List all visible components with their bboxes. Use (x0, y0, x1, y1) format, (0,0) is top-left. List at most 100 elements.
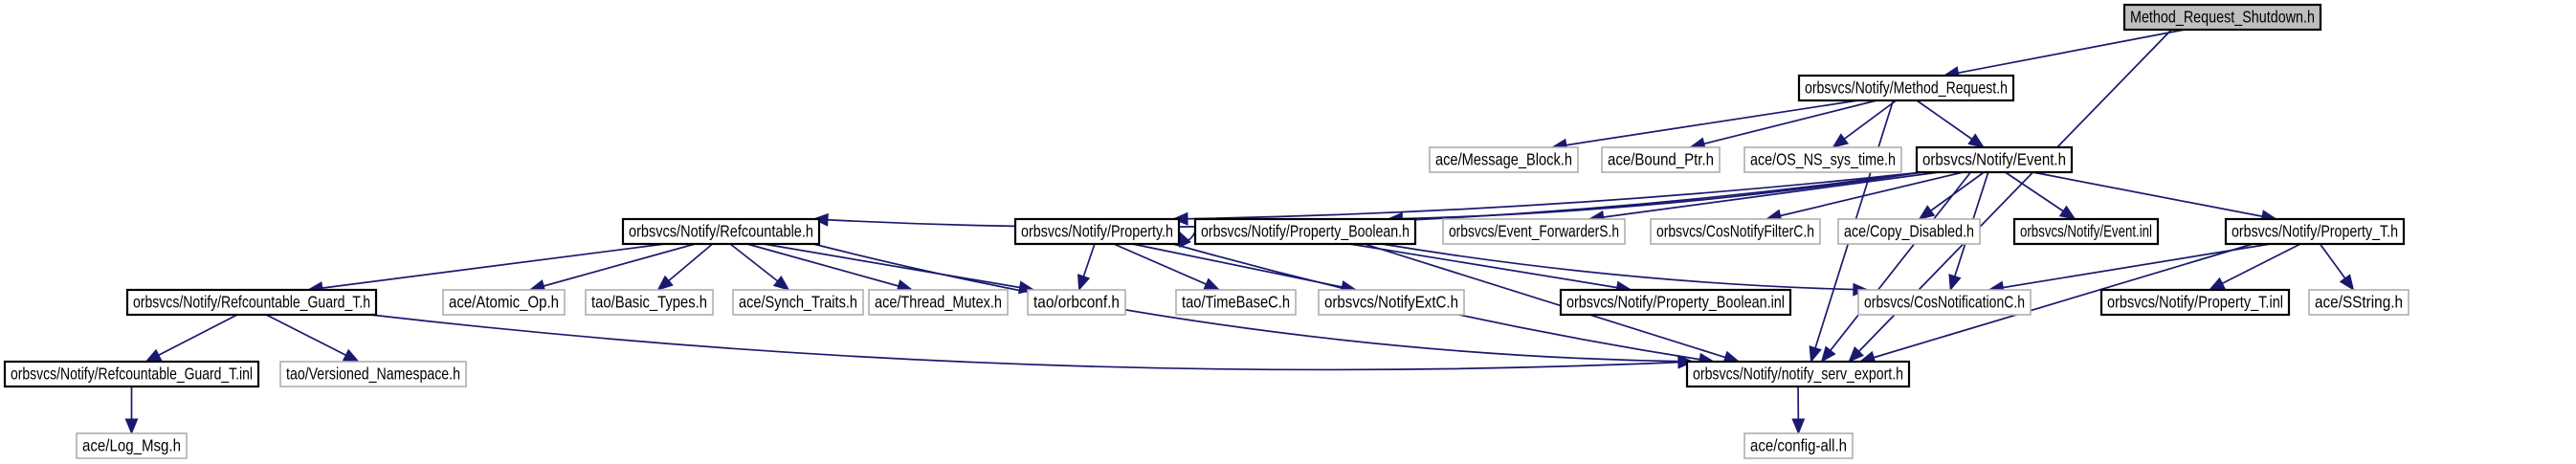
arrow-head-icon (772, 275, 790, 291)
arrow-head-icon (1203, 277, 1221, 291)
node-box[interactable] (1318, 289, 1465, 316)
node-box[interactable] (1429, 146, 1579, 173)
node-ace-thread-mutex-h[interactable]: ace/Thread_Mutex.h (868, 289, 1009, 316)
edge-orbsvcs-notify-refcountable-h-to-orbsvcs-notify-notify-serv-export-h (812, 243, 1694, 363)
node-box[interactable] (3, 360, 260, 388)
node-box[interactable] (621, 217, 821, 246)
node-tao-versioned-namespace-h[interactable]: tao/Versioned_Namespace.h (279, 361, 467, 387)
node-method-request-shutdown-h[interactable]: Method_Request_Shutdown.h (2122, 3, 2322, 32)
node-orbsvcs-event-forwarders-h[interactable]: orbsvcs/Event_ForwarderS.h (1442, 218, 1626, 245)
arrow-head-icon (2058, 205, 2076, 220)
node-box[interactable] (1915, 145, 2074, 174)
node-box[interactable] (442, 289, 566, 316)
node-box[interactable] (2308, 289, 2409, 316)
edge-orbsvcs-notify-refcountable-h-to-ace-atomic-op-h (529, 243, 696, 291)
node-box[interactable] (1175, 289, 1297, 316)
node-box[interactable] (1857, 289, 2032, 316)
arrow-head-icon (144, 348, 163, 363)
node-box[interactable] (868, 289, 1009, 316)
node-orbsvcs-notifyextc-h[interactable]: orbsvcs/NotifyExtC.h (1318, 289, 1465, 316)
node-orbsvcs-notify-refcountable-h[interactable]: orbsvcs/Notify/Refcountable.h (621, 217, 821, 246)
node-box[interactable] (1601, 146, 1721, 173)
node-box[interactable] (76, 432, 188, 459)
node-ace-log-msg-h[interactable]: ace/Log_Msg.h (76, 432, 188, 459)
edge-orbsvcs-notify-refcountable-h-to-tao-orbconf-h (763, 243, 1034, 291)
arrow-head-icon (1077, 274, 1091, 292)
arrow-head-icon (1848, 346, 1865, 363)
node-box[interactable] (279, 361, 467, 387)
arrow-head-icon (1791, 418, 1806, 435)
node-orbsvcs-notify-refcountable-guard-t-inl[interactable]: orbsvcs/Notify/Refcountable_Guard_T.inl (3, 360, 260, 388)
node-orbsvcs-notify-property-t-h[interactable]: orbsvcs/Notify/Property_T.h (2224, 217, 2406, 246)
node-box[interactable] (1685, 360, 1911, 388)
edge-orbsvcs-notify-refcountable-h-to-ace-thread-mutex-h (746, 243, 913, 291)
node-box[interactable] (2012, 217, 2160, 246)
edge-orbsvcs-notify-property-t-h-to-orbsvcs-notify-notify-serv-export-h (1859, 243, 2254, 363)
edge-orbsvcs-notify-method-request-h-to-ace-message-block-h (1551, 99, 1858, 148)
arrow-head-icon (1820, 345, 1836, 364)
node-orbsvcs-cosnotificationc-h[interactable]: orbsvcs/CosNotificationC.h (1857, 289, 2032, 316)
node-box[interactable] (732, 289, 864, 316)
edge-orbsvcs-notify-refcountable-guard-t-h-to-tao-versioned-namespace-h (265, 314, 360, 363)
node-box[interactable] (1193, 217, 1417, 246)
edge-orbsvcs-notify-event-h-to-orbsvcs-notify-property-boolean-h (1388, 171, 1923, 220)
edge-orbsvcs-notify-event-h-to-orbsvcs-cosnotifyfilterc-h (1765, 171, 1964, 220)
node-orbsvcs-cosnotifyfilterc-h[interactable]: orbsvcs/CosNotifyFilterC.h (1650, 218, 1821, 245)
node-tao-orbconf-h[interactable]: tao/orbconf.h (1027, 289, 1126, 316)
node-box[interactable] (1027, 289, 1126, 316)
node-ace-config-all-h[interactable]: ace/config-all.h (1743, 432, 1854, 459)
node-ace-message-block-h[interactable]: ace/Message_Block.h (1429, 146, 1579, 173)
node-box[interactable] (1837, 218, 1981, 245)
node-box[interactable] (2099, 288, 2291, 317)
node-box[interactable] (1743, 432, 1854, 459)
arrow-head-icon (1967, 133, 1986, 148)
node-orbsvcs-notify-event-inl[interactable]: orbsvcs/Notify/Event.inl (2012, 217, 2160, 246)
arrow-head-icon (1948, 274, 1962, 292)
arrow-head-icon (1918, 205, 1936, 220)
node-box[interactable] (1442, 218, 1626, 245)
node-box[interactable] (1559, 288, 1792, 317)
arrow-head-icon (1832, 133, 1850, 148)
node-orbsvcs-notify-property-t-inl[interactable]: orbsvcs/Notify/Property_T.inl (2099, 288, 2291, 317)
arrow-head-icon (1809, 345, 1822, 364)
arrow-head-icon (656, 275, 674, 291)
node-ace-atomic-op-h[interactable]: ace/Atomic_Op.h (442, 289, 566, 316)
node-tao-timebasec-h[interactable]: tao/TimeBaseC.h (1175, 289, 1297, 316)
node-ace-sstring-h[interactable]: ace/SString.h (2308, 289, 2409, 316)
node-box[interactable] (585, 289, 714, 316)
node-orbsvcs-notify-property-boolean-h[interactable]: orbsvcs/Notify/Property_Boolean.h (1193, 217, 1417, 246)
node-ace-bound-ptr-h[interactable]: ace/Bound_Ptr.h (1601, 146, 1721, 173)
node-box[interactable] (125, 288, 378, 317)
node-box[interactable] (1650, 218, 1821, 245)
edge-orbsvcs-notify-event-h-to-orbsvcs-notify-notify-serv-export-h (1820, 171, 1972, 363)
arrow-head-icon (124, 418, 139, 435)
edge-orbsvcs-notify-property-boolean-h-to-orbsvcs-notify-notify-serv-export-h (1364, 243, 1740, 363)
node-ace-os-ns-sys-time-h[interactable]: ace/OS_NS_sys_time.h (1743, 146, 1902, 173)
arrow-head-icon (2339, 274, 2355, 292)
node-orbsvcs-notify-refcountable-guard-t-h[interactable]: orbsvcs/Notify/Refcountable_Guard_T.h (125, 288, 378, 317)
node-orbsvcs-notify-event-h[interactable]: orbsvcs/Notify/Event.h (1915, 145, 2074, 174)
arrow-head-icon (1677, 355, 1695, 369)
edge-method-request-shutdown-h-to-orbsvcs-notify-notify-serv-export-h (1848, 29, 2172, 363)
node-ace-synch-traits-h[interactable]: ace/Synch_Traits.h (732, 289, 864, 316)
edge-orbsvcs-notify-method-request-h-to-ace-bound-ptr-h (1690, 99, 1877, 148)
node-box[interactable] (1797, 74, 2015, 102)
node-box[interactable] (2224, 217, 2406, 246)
node-ace-copy-disabled-h[interactable]: ace/Copy_Disabled.h (1837, 218, 1981, 245)
edge-layer (124, 29, 2355, 435)
node-box[interactable] (2122, 3, 2322, 32)
edge-orbsvcs-notify-event-h-to-orbsvcs-notify-property-t-h (2032, 171, 2276, 220)
node-orbsvcs-notify-property-boolean-inl[interactable]: orbsvcs/Notify/Property_Boolean.inl (1559, 288, 1792, 317)
edge-orbsvcs-notify-refcountable-guard-t-h-to-orbsvcs-notify-refcountable-guard-t-inl (145, 314, 238, 363)
node-box[interactable] (1013, 217, 1181, 246)
node-box[interactable] (1743, 146, 1902, 173)
arrow-head-icon (2208, 276, 2226, 291)
node-orbsvcs-notify-property-h[interactable]: orbsvcs/Notify/Property.h (1013, 217, 1181, 246)
arrow-head-icon (811, 212, 829, 227)
node-tao-basic-types-h[interactable]: tao/Basic_Types.h (585, 289, 714, 316)
node-layer: Method_Request_Shutdown.h orbsvcs/Notify/… (3, 3, 2409, 459)
edge-orbsvcs-notify-event-h-to-orbsvcs-event-forwarders-h (1588, 171, 1940, 220)
node-orbsvcs-notify-notify-serv-export-h[interactable]: orbsvcs/Notify/notify_serv_export.h (1685, 360, 1911, 388)
node-orbsvcs-notify-method-request-h[interactable]: orbsvcs/Notify/Method_Request.h (1797, 74, 2015, 102)
